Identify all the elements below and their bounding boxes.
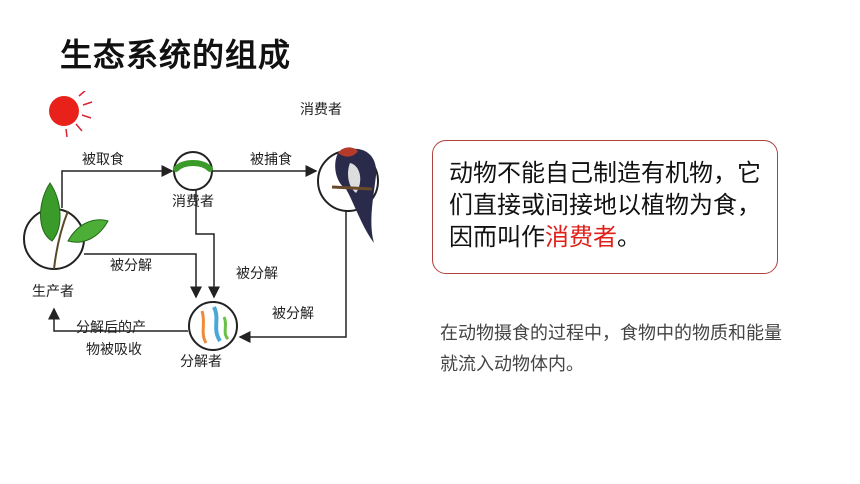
label-decomposer: 分解者 bbox=[180, 354, 222, 370]
producer-plant-icon bbox=[23, 182, 109, 270]
caterpillar-consumer-icon bbox=[173, 151, 213, 191]
decomposer-icon bbox=[188, 301, 238, 351]
label-captured: 被捕食 bbox=[250, 152, 292, 168]
label-absorbed-line1: 分解后的产 bbox=[76, 320, 146, 336]
explanation-note: 在动物摄食的过程中，食物中的物质和能量就流入动物体内。 bbox=[440, 323, 782, 375]
label-absorbed-line2: 物被吸收 bbox=[86, 342, 142, 358]
label-decomposed-3: 被分解 bbox=[272, 306, 314, 322]
flow-arrows bbox=[48, 165, 347, 343]
label-consumer-top: 消费者 bbox=[300, 102, 342, 118]
callout-text-end: 。 bbox=[617, 223, 641, 251]
bird-consumer-icon bbox=[317, 147, 379, 243]
definition-callout: 动物不能自己制造有机物，它们直接或间接地以植物为食，因而叫作消费者。 bbox=[432, 140, 778, 274]
ecosystem-diagram: 消费者 被取食 被捕食 消费者 被分解 被分解 生产者 被分解 分解后的产 物被… bbox=[16, 91, 390, 370]
label-producer: 生产者 bbox=[32, 284, 74, 300]
label-consumer-mid: 消费者 bbox=[172, 194, 214, 210]
diagram-graphics bbox=[23, 91, 379, 351]
label-decomposed-1: 被分解 bbox=[110, 258, 152, 274]
sun-icon bbox=[49, 91, 93, 138]
callout-text: 动物不能自己制造有机物，它们直接或间接地以植物为食，因而叫作 bbox=[449, 159, 761, 251]
label-eaten: 被取食 bbox=[82, 152, 124, 168]
label-decomposed-2: 被分解 bbox=[236, 266, 278, 282]
page-title: 生态系统的组成 bbox=[60, 36, 292, 74]
callout-highlight: 消费者 bbox=[545, 223, 617, 251]
